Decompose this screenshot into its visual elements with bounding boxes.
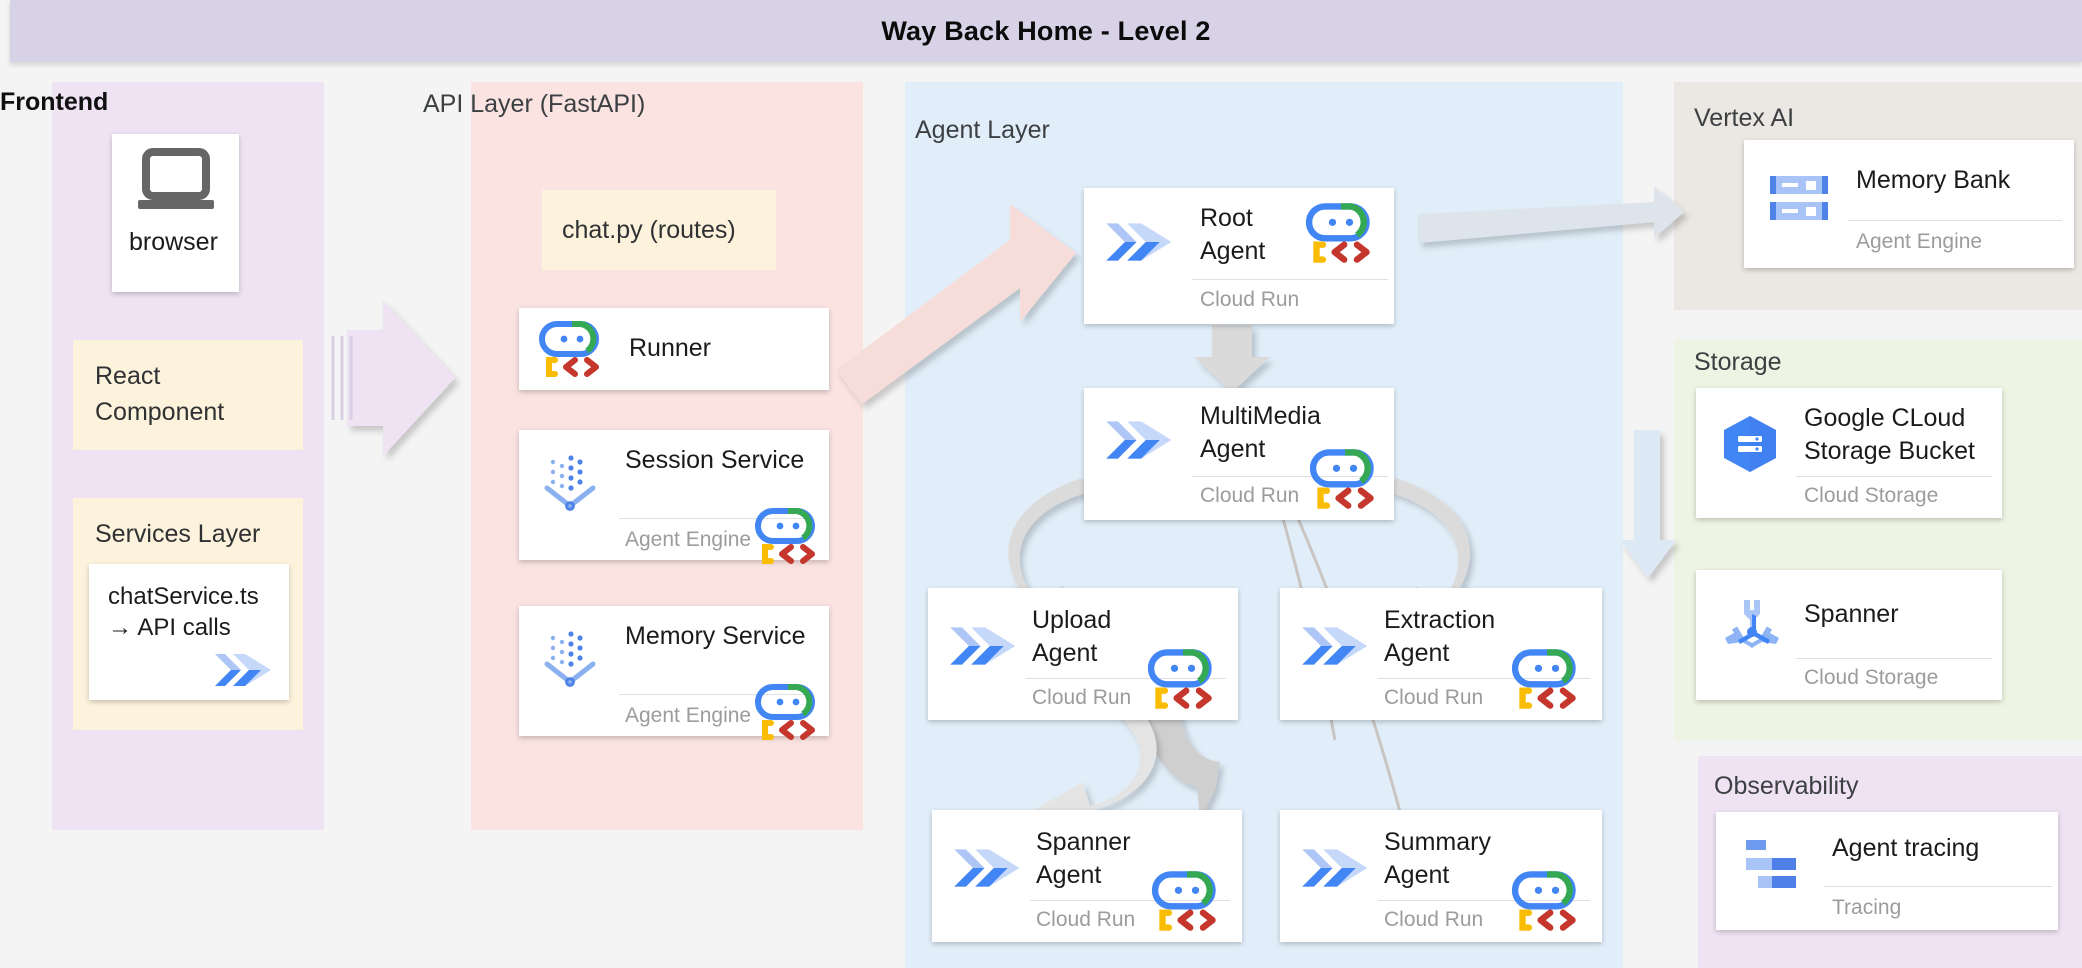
memory-service-card-title: Memory Service	[625, 622, 806, 650]
arrow-frontend-lines	[331, 336, 353, 420]
agent-layer-panel-label: Agent Layer	[915, 116, 1050, 144]
agent-engine-icon	[541, 628, 599, 688]
memory-service-card-sub: Agent Engine	[625, 704, 752, 727]
extraction-agent-card-title: Extraction Agent	[1384, 606, 1496, 667]
spanner-card-sub: Cloud Storage	[1804, 666, 1939, 689]
cloud-run-icon	[952, 842, 1024, 894]
tracing-icon	[1740, 834, 1806, 894]
runner-card[interactable]: Runner	[519, 308, 829, 390]
card-divider	[1192, 476, 1388, 477]
vertex-ai-panel-label: Vertex AI	[1694, 104, 1795, 132]
adk-icon	[1147, 648, 1216, 710]
root-agent-card-sub: Cloud Run	[1200, 288, 1300, 311]
agent-engine-icon	[541, 452, 599, 512]
cloud-storage-icon	[1718, 414, 1782, 474]
observability-panel-label: Observability	[1714, 772, 1859, 800]
adk-icon	[1305, 202, 1374, 264]
spanner-agent-card-sub: Cloud Run	[1036, 908, 1136, 931]
multimedia-agent-card-sub: Cloud Run	[1200, 484, 1300, 507]
summary-agent-card[interactable]: Summary Agent Cloud Run	[1280, 810, 1602, 942]
chat-service-card[interactable]: chatService.ts → API calls	[89, 564, 289, 700]
services-layer-label: Services Layer	[95, 520, 261, 548]
card-divider	[1030, 900, 1230, 901]
arrow-agent-to-storage	[1620, 430, 1676, 578]
memory-bank-card-sub: Agent Engine	[1856, 230, 1983, 253]
card-divider	[1796, 476, 1992, 477]
upload-agent-card-sub: Cloud Run	[1032, 686, 1132, 709]
adk-icon	[755, 507, 819, 565]
session-service-card-sub: Agent Engine	[625, 528, 752, 551]
laptop-icon	[134, 148, 218, 222]
extraction-agent-card[interactable]: Extraction Agent Cloud Run	[1280, 588, 1602, 720]
card-divider	[1378, 678, 1590, 679]
gcs-bucket-card-title: Google CLoud Storage Bucket	[1804, 404, 1975, 465]
cloud-run-icon	[1104, 216, 1176, 268]
adk-icon	[755, 683, 819, 741]
adk-icon	[1309, 448, 1378, 510]
runner-card-title: Runner	[629, 334, 711, 362]
spanner-card[interactable]: Spanner Cloud Storage	[1696, 570, 2002, 700]
chat-py-box: chat.py (routes)	[542, 190, 776, 270]
adk-icon	[1151, 870, 1220, 932]
spanner-agent-card-title: Spanner Agent	[1036, 828, 1131, 889]
session-service-card-title: Session Service	[625, 446, 805, 474]
adk-icon	[1511, 648, 1580, 710]
card-divider	[1192, 279, 1388, 280]
multimedia-agent-card-title: MultiMedia Agent	[1200, 402, 1321, 463]
extraction-agent-card-sub: Cloud Run	[1384, 686, 1484, 709]
upload-agent-card[interactable]: Upload Agent Cloud Run	[928, 588, 1238, 720]
chat-service-card-label: chatService.ts → API calls	[108, 583, 259, 642]
adk-icon	[539, 320, 603, 378]
page-title: Way Back Home - Level 2	[881, 15, 1211, 46]
agent-tracing-card-title: Agent tracing	[1832, 834, 1980, 862]
upload-agent-card-title: Upload Agent	[1032, 606, 1112, 667]
session-service-card[interactable]: Session Service Agent Engine	[519, 430, 829, 564]
spanner-icon	[1718, 594, 1786, 662]
spanner-card-title: Spanner	[1804, 600, 1899, 628]
card-divider	[1848, 220, 2062, 221]
card-divider	[619, 694, 809, 695]
cloud-run-icon	[1300, 842, 1372, 894]
storage-panel-label: Storage	[1694, 348, 1782, 376]
agent-tracing-card[interactable]: Agent tracing Tracing	[1716, 812, 2058, 930]
react-component-label: React Component	[95, 362, 225, 427]
cloud-run-icon	[948, 620, 1020, 672]
agent-tracing-card-sub: Tracing	[1832, 896, 1902, 919]
spanner-agent-card[interactable]: Spanner Agent Cloud Run	[932, 810, 1242, 942]
memory-bank-card-title: Memory Bank	[1856, 166, 2011, 194]
browser-card[interactable]: browser	[112, 134, 239, 292]
root-agent-card-title: Root Agent	[1200, 204, 1266, 265]
title-bar: Way Back Home - Level 2	[10, 0, 2082, 62]
multimedia-agent-card[interactable]: MultiMedia Agent Cloud Run	[1084, 388, 1394, 520]
memory-service-card[interactable]: Memory Service Agent Engine	[519, 606, 829, 740]
browser-card-label: browser	[129, 228, 218, 256]
chat-py-label: chat.py (routes)	[562, 216, 736, 244]
memory-bank-card[interactable]: Memory Bank Agent Engine	[1744, 140, 2074, 268]
cloud-run-icon	[1300, 620, 1372, 672]
gcs-bucket-card-sub: Cloud Storage	[1804, 484, 1939, 507]
cloud-run-icon	[1104, 414, 1176, 466]
card-divider	[1796, 658, 1992, 659]
root-agent-card[interactable]: Root Agent Cloud Run	[1084, 188, 1394, 324]
summary-agent-card-sub: Cloud Run	[1384, 908, 1484, 931]
card-divider	[1026, 678, 1226, 679]
card-divider	[1378, 900, 1590, 901]
react-component-box: React Component	[73, 340, 303, 450]
card-divider	[619, 518, 809, 519]
memory-bank-icon	[1768, 170, 1832, 228]
card-divider	[1824, 886, 2052, 887]
gcs-bucket-card[interactable]: Google CLoud Storage Bucket Cloud Storag…	[1696, 388, 2002, 518]
cloud-run-icon	[213, 648, 275, 692]
frontend-panel-label: Frontend	[0, 88, 109, 116]
summary-agent-card-title: Summary Agent	[1384, 828, 1491, 889]
api-layer-panel-label: API Layer (FastAPI)	[423, 90, 646, 118]
arrow-frontend-to-api	[347, 300, 455, 456]
adk-icon	[1511, 870, 1580, 932]
